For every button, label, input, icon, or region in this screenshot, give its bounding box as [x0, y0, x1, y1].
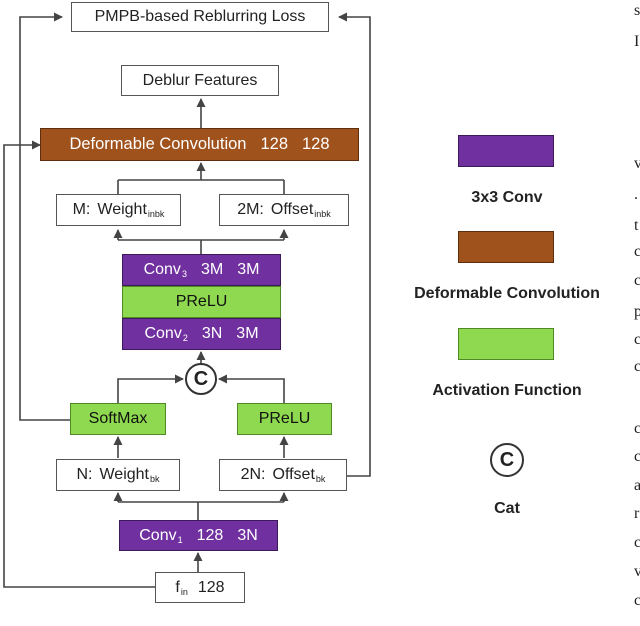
conv2-b: 3M [236, 325, 259, 342]
conv2-block: Conv 2 3N 3M [122, 318, 281, 350]
conv1-b: 3N [237, 526, 258, 544]
weight-bk-box: N: Weight bk [56, 459, 180, 491]
reblurring-loss-box: PMPB-based Reblurring Loss [71, 2, 329, 32]
weight-bk-sub: bk [150, 474, 160, 484]
offset-inbk-sub: inbk [314, 209, 331, 219]
legend-cat-icon: C [490, 443, 524, 477]
margin-glyph: c [634, 534, 640, 551]
deformable-conv-name: Deformable Convolution [69, 135, 247, 153]
margin-glyph: a [634, 477, 640, 494]
margin-glyph: c [634, 243, 640, 260]
softmax-block: SoftMax [70, 403, 166, 435]
conv1-name: Conv [139, 526, 177, 544]
weight-inbk-box: M: Weight inbk [56, 194, 181, 226]
offset-bk-box: 2N: Offset bk [219, 459, 347, 491]
cat-circle-icon: C [185, 363, 217, 395]
legend-activation-swatch [458, 328, 554, 360]
margin-glyph: c [634, 420, 640, 437]
weight-bk-prefix: N: [76, 466, 93, 483]
legend-cat-letter: C [499, 448, 515, 471]
margin-glyph: c [634, 358, 640, 375]
offset-inbk-box: 2M: Offset inbk [219, 194, 349, 226]
prelu-middle-block: PReLU [122, 286, 281, 318]
weight-bk-name: Weight [99, 466, 149, 483]
legend-activation-label: Activation Function [432, 382, 582, 399]
margin-glyph: . [634, 186, 638, 203]
offset-bk-prefix: 2N: [240, 466, 266, 483]
fin-input-box: f in 128 [155, 572, 245, 603]
weight-inbk-sub: inbk [147, 209, 165, 219]
conv3-a: 3M [200, 261, 224, 278]
weight-inbk-name: Weight [97, 201, 147, 218]
offset-inbk-prefix: 2M: [237, 201, 264, 218]
conv1-sub: 1 [177, 534, 183, 545]
margin-glyph: c [634, 272, 640, 289]
deformable-conv-out: 128 [302, 135, 330, 153]
conv1-a: 128 [196, 526, 224, 544]
legend-deform-swatch [458, 231, 554, 263]
margin-glyph: t [634, 217, 639, 234]
margin-glyph: I [634, 33, 640, 50]
weight-inbk-prefix: M: [72, 201, 91, 218]
legend-conv-label: 3x3 Conv [471, 189, 543, 206]
cat-circle-letter: C [193, 367, 209, 390]
reblurring-loss-label: PMPB-based Reblurring Loss [94, 8, 306, 25]
deblur-features-box: Deblur Features [121, 65, 279, 96]
margin-glyph: p [634, 303, 640, 320]
conv3-block: Conv 3 3M 3M [122, 254, 281, 286]
prelu-right-block: PReLU [237, 403, 332, 435]
offset-bk-sub: bk [315, 474, 326, 484]
conv3-b: 3M [237, 261, 260, 278]
margin-glyph: v [634, 155, 640, 172]
conv3-name: Conv [143, 261, 181, 278]
legend-cat-label: Cat [494, 500, 520, 517]
margin-glyph: c [634, 592, 640, 609]
conv3-sub: 3 [181, 269, 187, 279]
margin-glyph: v [634, 563, 640, 580]
offset-inbk-name: Offset [270, 201, 314, 218]
legend-deform-label: Deformable Convolution [414, 285, 600, 302]
softmax-label: SoftMax [88, 410, 148, 427]
margin-glyph: c [634, 448, 640, 465]
deblur-features-label: Deblur Features [142, 71, 258, 89]
conv2-sub: 2 [182, 333, 188, 343]
conv1-block: Conv 1 128 3N [119, 520, 278, 551]
deformable-conv-in: 128 [260, 135, 288, 153]
conv2-name: Conv [144, 325, 182, 342]
deformable-convolution-block: Deformable Convolution 128 128 [40, 128, 359, 161]
fin-value: 128 [197, 578, 225, 596]
prelu-right-label: PReLU [258, 410, 311, 427]
margin-glyph: r [634, 505, 640, 522]
conv2-a: 3N [201, 325, 223, 342]
prelu-middle-label: PReLU [175, 293, 228, 310]
legend-conv-swatch [458, 135, 554, 167]
margin-glyph: s [634, 2, 640, 19]
offset-bk-name: Offset [272, 466, 315, 483]
fin-sub: in [180, 586, 188, 597]
fin-name: f [175, 578, 180, 596]
margin-glyph: c [634, 331, 640, 348]
